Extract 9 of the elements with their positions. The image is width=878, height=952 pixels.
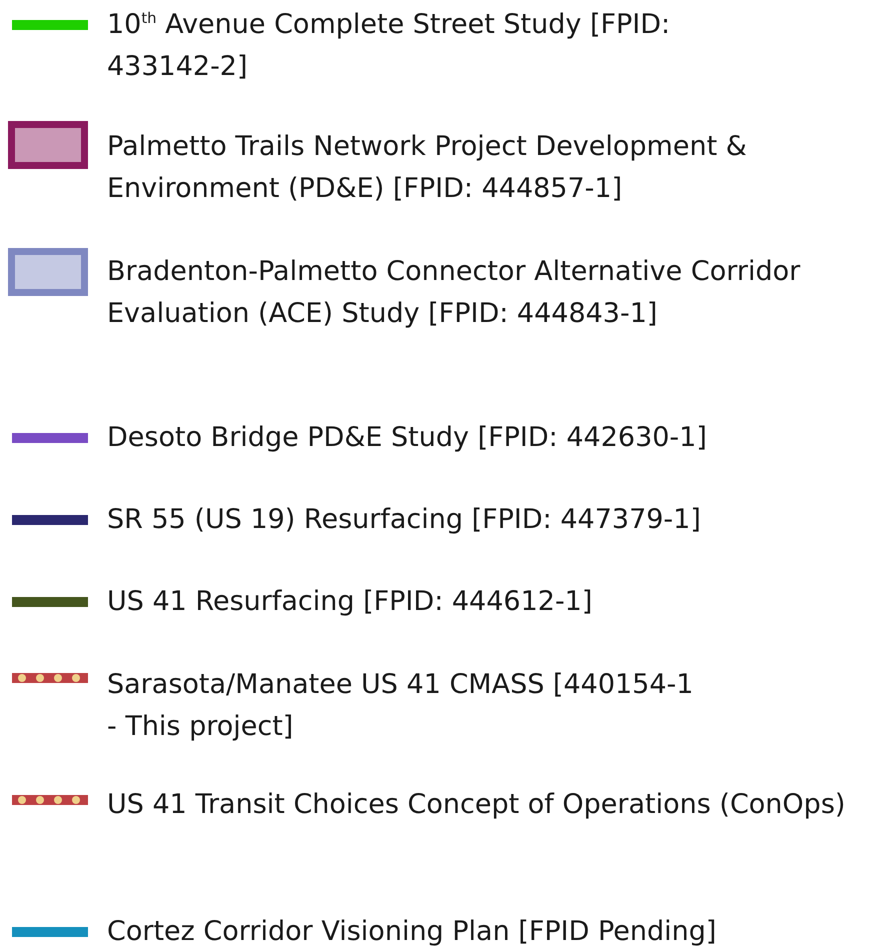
legend-label: US 41 Transit Choices Concept of Operations (ConOps)	[107, 788, 846, 822]
legend-label: Palmetto Trails Network Project Development & Environment (PD&E) [FPID: 444857-1]	[107, 130, 748, 206]
legend-label: Desoto Bridge PD&E Study [FPID: 442630-1]	[107, 421, 708, 455]
legend-label: 10$^{th}$ Avenue Complete Street Study [FPID: 433142-2]	[107, 8, 672, 84]
legend-label: Sarasota/Manatee US 41 CMASS [440154-1 - This project]	[107, 668, 694, 744]
legend-label: Bradenton-Palmetto Connector Alternative Corridor Evaluation (ACE) Study [FPID: 444843-1]	[107, 255, 802, 331]
legend-label: Cortez Corridor Visioning Plan [FPID Pending]	[107, 915, 718, 949]
legend-label: US 41 Resurfacing [FPID: 444612-1]	[107, 585, 594, 619]
legend-label: SR 55 (US 19) Resurfacing [FPID: 447379-1]	[107, 503, 702, 537]
